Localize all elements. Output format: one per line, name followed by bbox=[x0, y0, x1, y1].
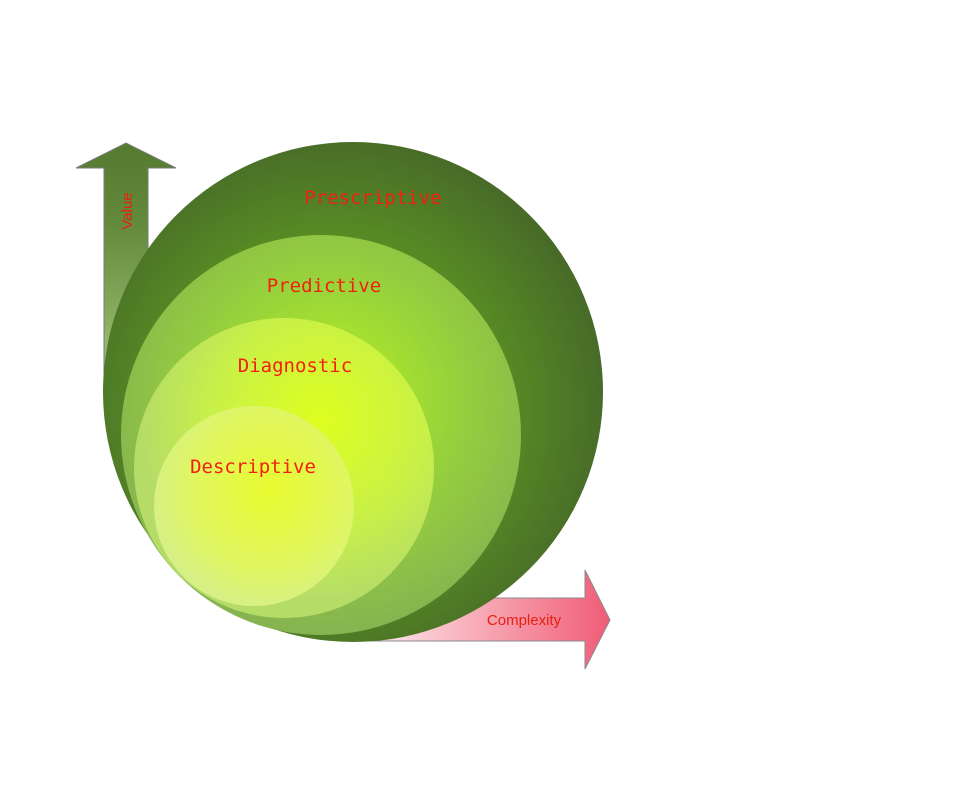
label-descriptive: Descriptive bbox=[190, 456, 316, 478]
complexity-arrow bbox=[349, 569, 611, 670]
label-diagnostic: Diagnostic bbox=[238, 355, 352, 377]
label-predictive: Predictive bbox=[267, 275, 381, 297]
complexity-axis-label: Complexity bbox=[487, 612, 562, 629]
label-prescriptive: Prescriptive bbox=[304, 187, 441, 209]
value-axis-label: Value bbox=[119, 192, 136, 229]
circle-descriptive bbox=[154, 406, 354, 606]
